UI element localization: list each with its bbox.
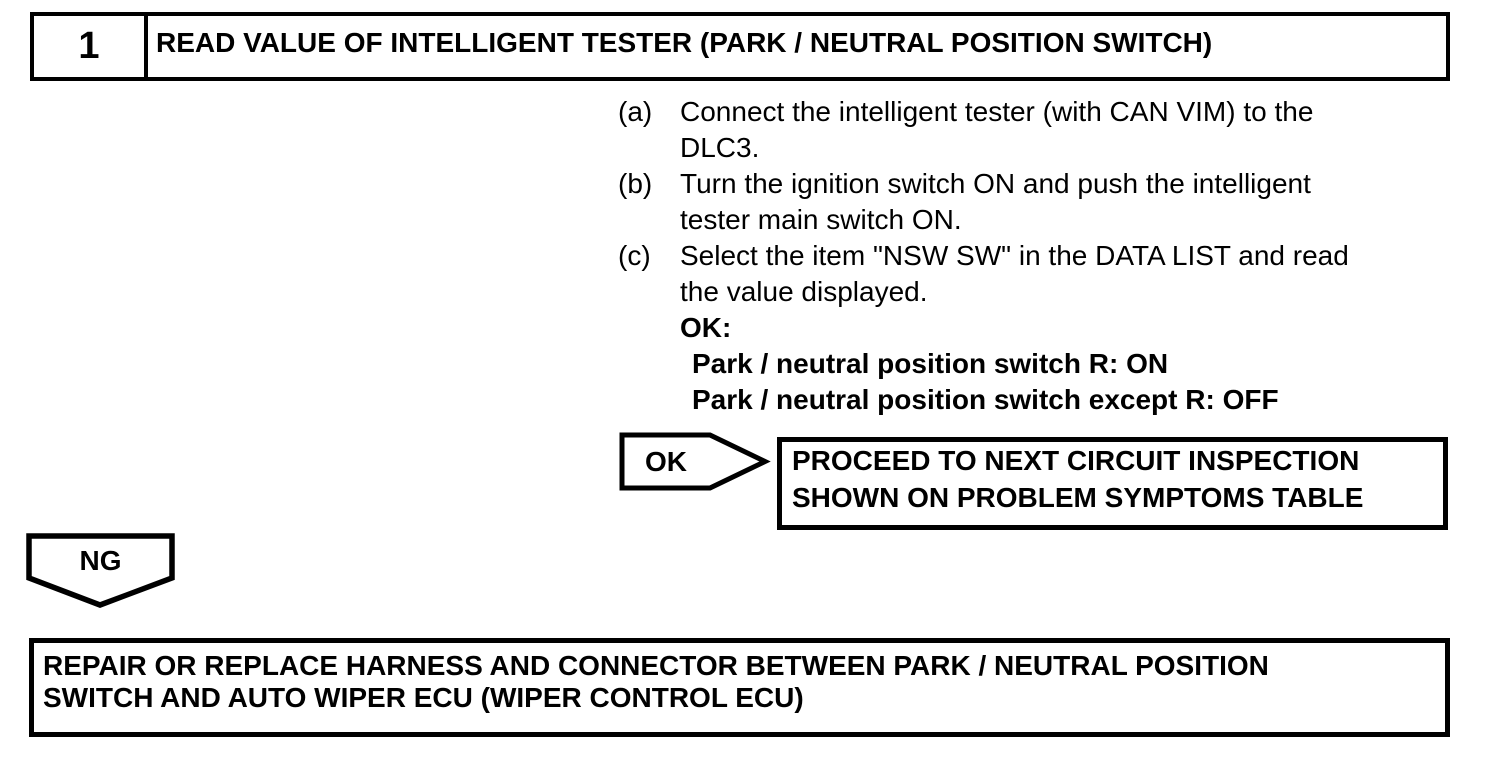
instruction-text: Connect the intelligent tester (with CAN… [680,96,1314,127]
down-arrow-pentagon-icon [26,533,175,608]
ng-branch-arrow: NG [26,532,178,610]
instruction-line: tester main switch ON. [618,202,1349,238]
step-letter: (b) [618,168,653,199]
ok-branch-label: OK [645,445,687,477]
instruction-text: DLC3. [680,132,760,163]
instruction-text: Turn the ignition switch ON and push the… [680,168,1311,199]
step-letter: (a) [618,96,653,127]
ng-result-box: REPAIR OR REPLACE HARNESS AND CONNECTOR … [29,638,1450,737]
ng-result-line: REPAIR OR REPLACE HARNESS AND CONNECTOR … [43,650,1269,681]
instruction-line: (b) Turn the ignition switch ON and push … [618,166,1349,202]
instruction-text: Select the item "NSW SW" in the DATA LIS… [680,240,1349,271]
instruction-text: OK: [680,312,732,343]
instruction-line: the value displayed. [618,274,1349,310]
instruction-list: (a) Connect the intelligent tester (with … [618,94,1349,418]
instruction-text: the value displayed. [680,276,928,307]
ng-result-line: SWITCH AND AUTO WIPER ECU (WIPER CONTROL… [43,682,804,713]
ok-result-box: PROCEED TO NEXT CIRCUIT INSPECTION SHOWN… [777,437,1448,530]
ng-branch-label: NG [79,545,122,576]
right-arrow-pentagon-icon [619,432,771,491]
instruction-line: (c) Select the item "NSW SW" in the DATA … [618,238,1349,274]
step-title-cell: READ VALUE OF INTELLIGENT TESTER (PARK /… [148,16,1446,77]
step-number: 1 [34,16,148,77]
ok-criteria-heading: OK: [618,310,1349,346]
ok-branch-arrow: OK [619,432,771,493]
ok-criteria-line: Park / neutral position switch except R:… [618,382,1349,418]
instruction-line: DLC3. [618,130,1349,166]
ok-criteria-line: Park / neutral position switch R: ON [618,346,1349,382]
step-letter: (c) [618,240,651,271]
step-header: 1 READ VALUE OF INTELLIGENT TESTER (PARK… [30,12,1450,81]
instruction-text: Park / neutral position switch except R:… [692,384,1279,415]
instruction-line: (a) Connect the intelligent tester (with … [618,94,1349,130]
step-title: READ VALUE OF INTELLIGENT TESTER (PARK /… [156,26,1213,58]
instruction-text: Park / neutral position switch R: ON [692,348,1169,379]
ok-result-line: SHOWN ON PROBLEM SYMPTOMS TABLE [792,482,1364,513]
instruction-text: tester main switch ON. [680,204,962,235]
ok-result-line: PROCEED TO NEXT CIRCUIT INSPECTION [792,445,1360,476]
